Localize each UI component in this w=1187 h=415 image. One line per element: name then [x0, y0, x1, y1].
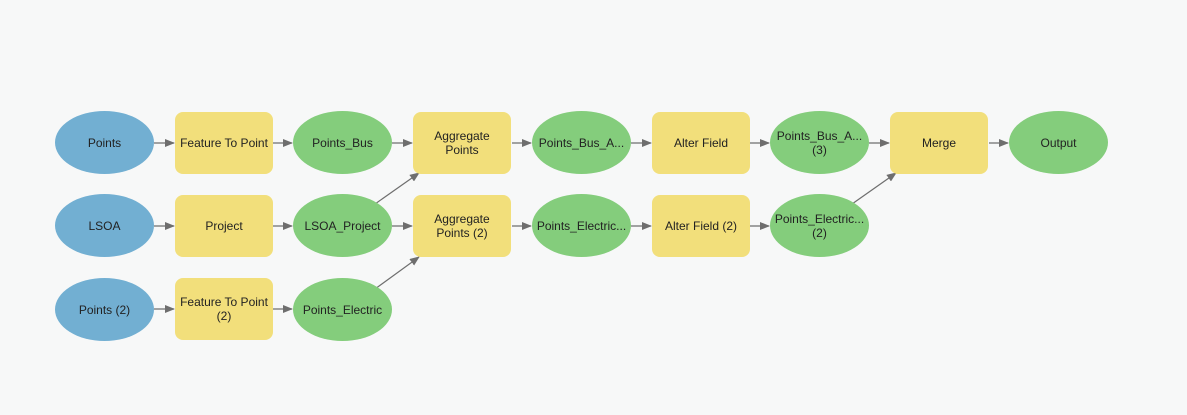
- node-label: LSOA_Project: [304, 218, 381, 233]
- node-label: Feature To Point: [180, 136, 268, 150]
- connector-lsoa-project-to-aggregate-points[interactable]: [374, 172, 420, 205]
- node-label: Points_Bus_A...: [538, 135, 625, 150]
- connector-points-electric-to-aggregate-points-2[interactable]: [374, 256, 420, 290]
- node-label: Points_Electric... (2): [774, 211, 865, 240]
- node-label: Merge: [921, 136, 956, 150]
- node-label: Points (2): [78, 302, 131, 317]
- tool-node-aggregate-points[interactable]: Aggregate Points: [413, 112, 511, 174]
- tool-node-aggregate-points-2[interactable]: Aggregate Points (2): [413, 195, 511, 257]
- tool-node-project[interactable]: Project: [175, 195, 273, 257]
- node-label: Alter Field: [673, 136, 729, 150]
- node-label: LSOA: [88, 218, 121, 233]
- connector-points-electric-2-to-merge[interactable]: [851, 172, 897, 205]
- derived-node-points-bus[interactable]: Points_Bus: [293, 111, 392, 174]
- derived-node-points-bus-aggregate-3[interactable]: Points_Bus_A... (3): [770, 111, 869, 174]
- node-label: Aggregate Points: [434, 129, 490, 157]
- node-label: Points_Electric...: [536, 218, 627, 233]
- node-label: Output: [1040, 135, 1077, 150]
- tool-node-feature-to-point[interactable]: Feature To Point: [175, 112, 273, 174]
- node-label: Alter Field (2): [664, 219, 738, 233]
- tool-node-alter-field-2[interactable]: Alter Field (2): [652, 195, 750, 257]
- derived-node-points-electric[interactable]: Points_Electric: [293, 278, 392, 341]
- derived-node-points-electric-aggregate[interactable]: Points_Electric...: [532, 194, 631, 257]
- tool-node-alter-field[interactable]: Alter Field: [652, 112, 750, 174]
- tool-node-merge[interactable]: Merge: [890, 112, 988, 174]
- node-label: Points_Electric: [302, 302, 383, 317]
- derived-node-lsoa-project[interactable]: LSOA_Project: [293, 194, 392, 257]
- node-label: Points: [87, 135, 122, 150]
- node-label: Aggregate Points (2): [434, 212, 490, 240]
- input-node-points-2[interactable]: Points (2): [55, 278, 154, 341]
- node-label: Project: [205, 219, 243, 233]
- tool-node-feature-to-point-2[interactable]: Feature To Point (2): [175, 278, 273, 340]
- input-node-points[interactable]: Points: [55, 111, 154, 174]
- derived-node-points-electric-2[interactable]: Points_Electric... (2): [770, 194, 869, 257]
- input-node-lsoa[interactable]: LSOA: [55, 194, 154, 257]
- node-label: Points_Bus: [312, 135, 373, 150]
- derived-node-points-bus-aggregate[interactable]: Points_Bus_A...: [532, 111, 631, 174]
- derived-node-output[interactable]: Output: [1009, 111, 1108, 174]
- node-label: Feature To Point (2): [180, 295, 268, 323]
- node-label: Points_Bus_A... (3): [776, 128, 863, 157]
